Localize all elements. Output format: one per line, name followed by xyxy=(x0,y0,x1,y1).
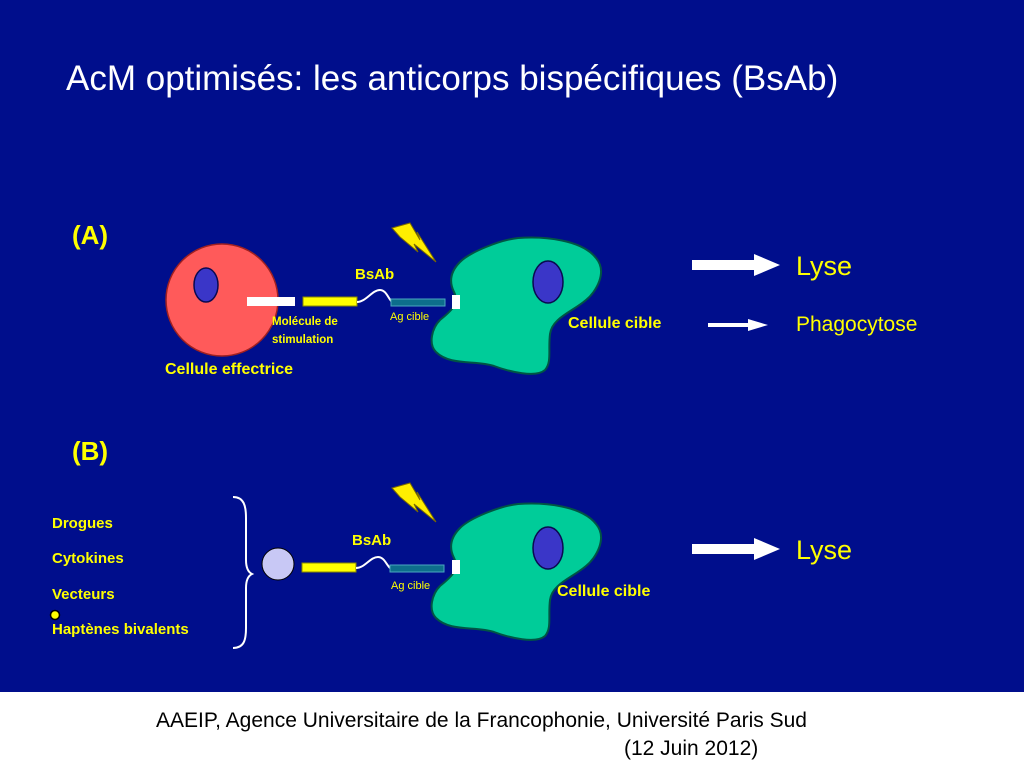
panel-b-label: (B) xyxy=(72,436,108,466)
payload-list-item: Haptènes bivalents xyxy=(52,621,189,638)
stimulation-molecule xyxy=(247,297,295,306)
outcome-phagocytose: Phagocytose xyxy=(796,313,917,336)
ag-cible-label: Ag cible xyxy=(391,580,430,592)
panel-a: (A) BsAb Ag cible Molécule de stimulatio… xyxy=(72,220,917,378)
ag-cible-bar xyxy=(390,298,446,307)
panel-b: (B) Drogues Cytokines Vecteurs Haptènes … xyxy=(49,436,852,649)
target-cell-nucleus xyxy=(532,526,564,570)
bullet-dot-icon xyxy=(49,609,61,621)
molecule-label-line2: stimulation xyxy=(272,334,333,346)
bsab-label: BsAb xyxy=(355,266,394,283)
lightning-bolt-icon xyxy=(391,222,437,263)
payload-list-item: Cytokines xyxy=(52,550,124,567)
payload-particle xyxy=(261,547,295,581)
effector-cell-nucleus xyxy=(193,267,219,303)
target-receptor xyxy=(452,295,460,309)
footer-date: (12 Juin 2012) xyxy=(624,737,759,760)
outcome-lyse: Lyse xyxy=(796,251,852,281)
slide-title: AcM optimisés: les anticorps bispécifiqu… xyxy=(66,59,838,98)
brace-icon xyxy=(232,496,255,649)
diagram: AcM optimisés: les anticorps bispécifiqu… xyxy=(49,59,917,649)
target-cell-nucleus xyxy=(532,260,564,304)
payload-list-item: Vecteurs xyxy=(52,586,115,603)
arrow-lyse-icon xyxy=(692,538,780,560)
bsab-arm-left xyxy=(302,296,358,307)
target-receptor xyxy=(452,560,460,574)
bsab-label: BsAb xyxy=(352,532,391,549)
footer: AAEIP, Agence Universitaire de la Franco… xyxy=(0,692,1024,768)
molecule-label-line1: Molécule de xyxy=(272,316,338,328)
lightning-bolt-icon xyxy=(391,482,437,523)
arrow-phagocytose-icon xyxy=(708,319,768,331)
payload-list-item: Drogues xyxy=(52,515,113,532)
bsab-arm-left xyxy=(301,562,357,573)
target-cell-label: Cellule cible xyxy=(557,583,650,600)
outcome-lyse: Lyse xyxy=(796,535,852,565)
ag-cible-bar xyxy=(389,564,445,573)
panel-a-label: (A) xyxy=(72,220,108,250)
target-cell-label: Cellule cible xyxy=(568,315,661,332)
footer-credit: AAEIP, Agence Universitaire de la Franco… xyxy=(156,709,807,732)
arrow-lyse-icon xyxy=(692,254,780,276)
slide: AcM optimisés: les anticorps bispécifiqu… xyxy=(0,0,1024,692)
ag-cible-label: Ag cible xyxy=(390,311,429,323)
effector-cell-label: Cellule effectrice xyxy=(165,361,293,378)
bsab-hinge xyxy=(356,288,393,303)
bsab-hinge xyxy=(355,555,391,569)
